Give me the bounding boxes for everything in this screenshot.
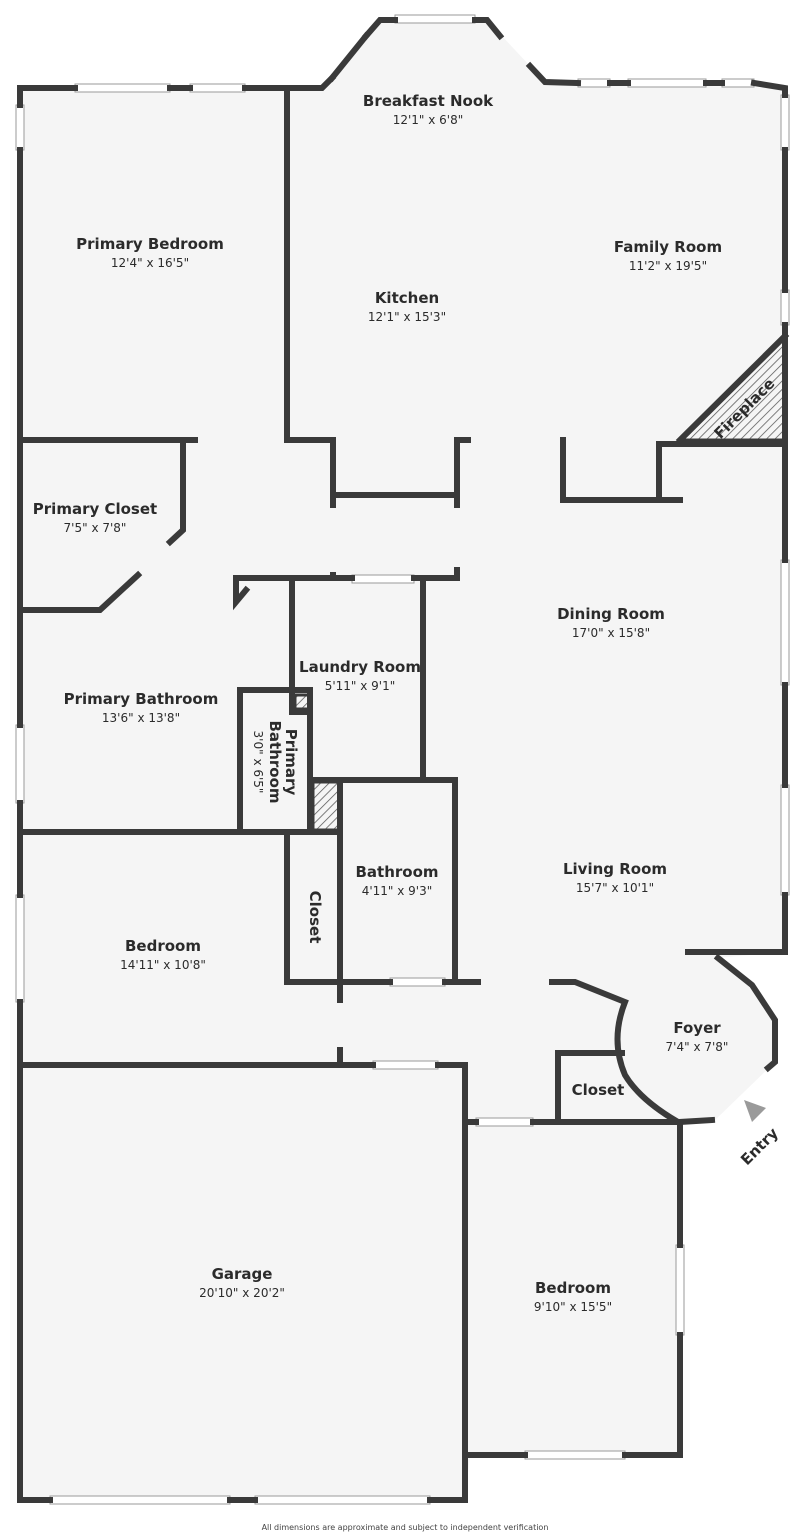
room-name-primary-bathroom: Primary Bathroom	[64, 690, 219, 708]
room-name-bedroom-left: Bedroom	[125, 937, 201, 955]
room-dim-primary-closet: 7'5" x 7'8"	[64, 521, 127, 535]
entry-label: Entry	[737, 1124, 782, 1169]
room-dim-bedroom-right: 9'10" x 15'5"	[534, 1300, 612, 1314]
room-name-primary-closet: Primary Closet	[33, 500, 157, 518]
room-dim-garage: 20'10" x 20'2"	[199, 1286, 285, 1300]
room-dim-primary-bedroom: 12'4" x 16'5"	[111, 256, 189, 270]
room-name-closet-left: Closet	[306, 891, 324, 944]
room-dim-family-room: 11'2" x 19'5"	[629, 259, 707, 273]
room-labels: Breakfast Nook 12'1" x 6'8" Primary Bedr…	[33, 92, 779, 1314]
room-dim-foyer: 7'4" x 7'8"	[666, 1040, 729, 1054]
hatch-block-bath	[311, 780, 341, 832]
room-dim-bathroom: 4'11" x 9'3"	[362, 884, 433, 898]
room-name-primary-bedroom: Primary Bedroom	[76, 235, 224, 253]
room-dim-small-bathroom: 3'0" x 6'5"	[251, 731, 265, 794]
room-name-bedroom-right: Bedroom	[535, 1279, 611, 1297]
room-dim-breakfast-nook: 12'1" x 6'8"	[393, 113, 464, 127]
floor-area	[20, 20, 785, 1500]
room-dim-living-room: 15'7" x 10'1"	[576, 881, 654, 895]
room-name-bathroom: Bathroom	[355, 863, 438, 881]
room-name-closet-foyer: Closet	[572, 1081, 625, 1099]
room-dim-bedroom-left: 14'11" x 10'8"	[120, 958, 206, 972]
room-name-family-room: Family Room	[614, 238, 722, 256]
footer-disclaimer: All dimensions are approximate and subje…	[262, 1523, 549, 1532]
entry-arrow-icon	[744, 1100, 766, 1122]
room-name-kitchen: Kitchen	[375, 289, 439, 307]
room-name-small-bathroom-line2: Bathroom	[266, 720, 284, 803]
room-dim-kitchen: 12'1" x 15'3"	[368, 310, 446, 324]
hatch-block-small	[293, 693, 311, 711]
room-name-living-room: Living Room	[563, 860, 667, 878]
room-dim-dining-room: 17'0" x 15'8"	[572, 626, 650, 640]
room-name-garage: Garage	[212, 1265, 273, 1283]
room-dim-laundry-room: 5'11" x 9'1"	[325, 679, 396, 693]
room-dim-primary-bathroom: 13'6" x 13'8"	[102, 711, 180, 725]
room-name-small-bathroom-line1: Primary	[282, 729, 300, 796]
room-name-dining-room: Dining Room	[557, 605, 665, 623]
room-name-breakfast-nook: Breakfast Nook	[363, 92, 494, 110]
room-name-foyer: Foyer	[673, 1019, 721, 1037]
walls	[17, 17, 790, 1503]
small-bathroom-label: Primary Bathroom 3'0" x 6'5"	[251, 720, 300, 803]
room-name-laundry-room: Laundry Room	[299, 658, 421, 676]
